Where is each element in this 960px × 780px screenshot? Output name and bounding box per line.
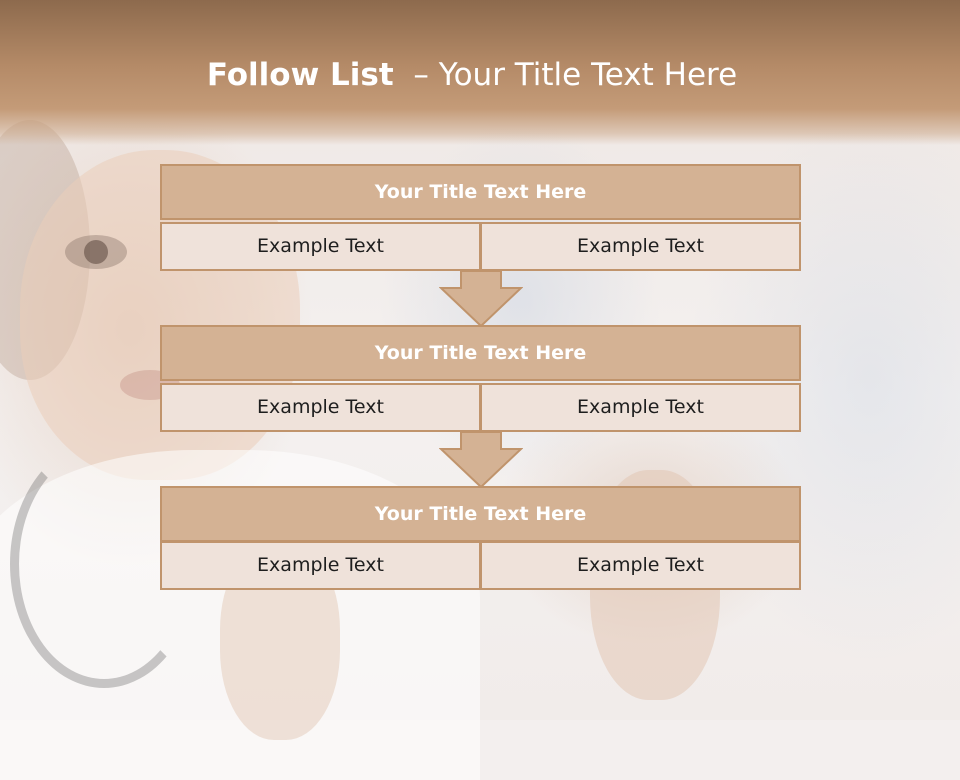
follow-block-3: Your Title Text Here Example Text Exampl… xyxy=(160,486,801,592)
header-band xyxy=(0,0,960,145)
down-arrow-icon xyxy=(439,431,523,489)
block-title: Your Title Text Here xyxy=(160,164,801,220)
follow-block-2: Your Title Text Here Example Text Exampl… xyxy=(160,325,801,433)
block-title: Your Title Text Here xyxy=(160,325,801,381)
block-title: Your Title Text Here xyxy=(160,486,801,542)
slide-title: Follow List – Your Title Text Here xyxy=(0,52,944,98)
block-cell-left: Example Text xyxy=(160,541,481,590)
follow-block-1: Your Title Text Here Example Text Exampl… xyxy=(160,164,801,272)
photo-stethoscope xyxy=(10,440,198,688)
block-cell-right: Example Text xyxy=(480,541,801,590)
block-cell-left: Example Text xyxy=(160,383,481,432)
down-arrow-icon xyxy=(439,270,523,328)
block-cell-right: Example Text xyxy=(480,222,801,271)
slide-title-bold: Follow List xyxy=(206,57,394,93)
block-cell-left: Example Text xyxy=(160,222,481,271)
block-cell-right: Example Text xyxy=(480,383,801,432)
slide-title-rest: – Your Title Text Here xyxy=(413,57,738,93)
photo-iris xyxy=(84,240,108,264)
